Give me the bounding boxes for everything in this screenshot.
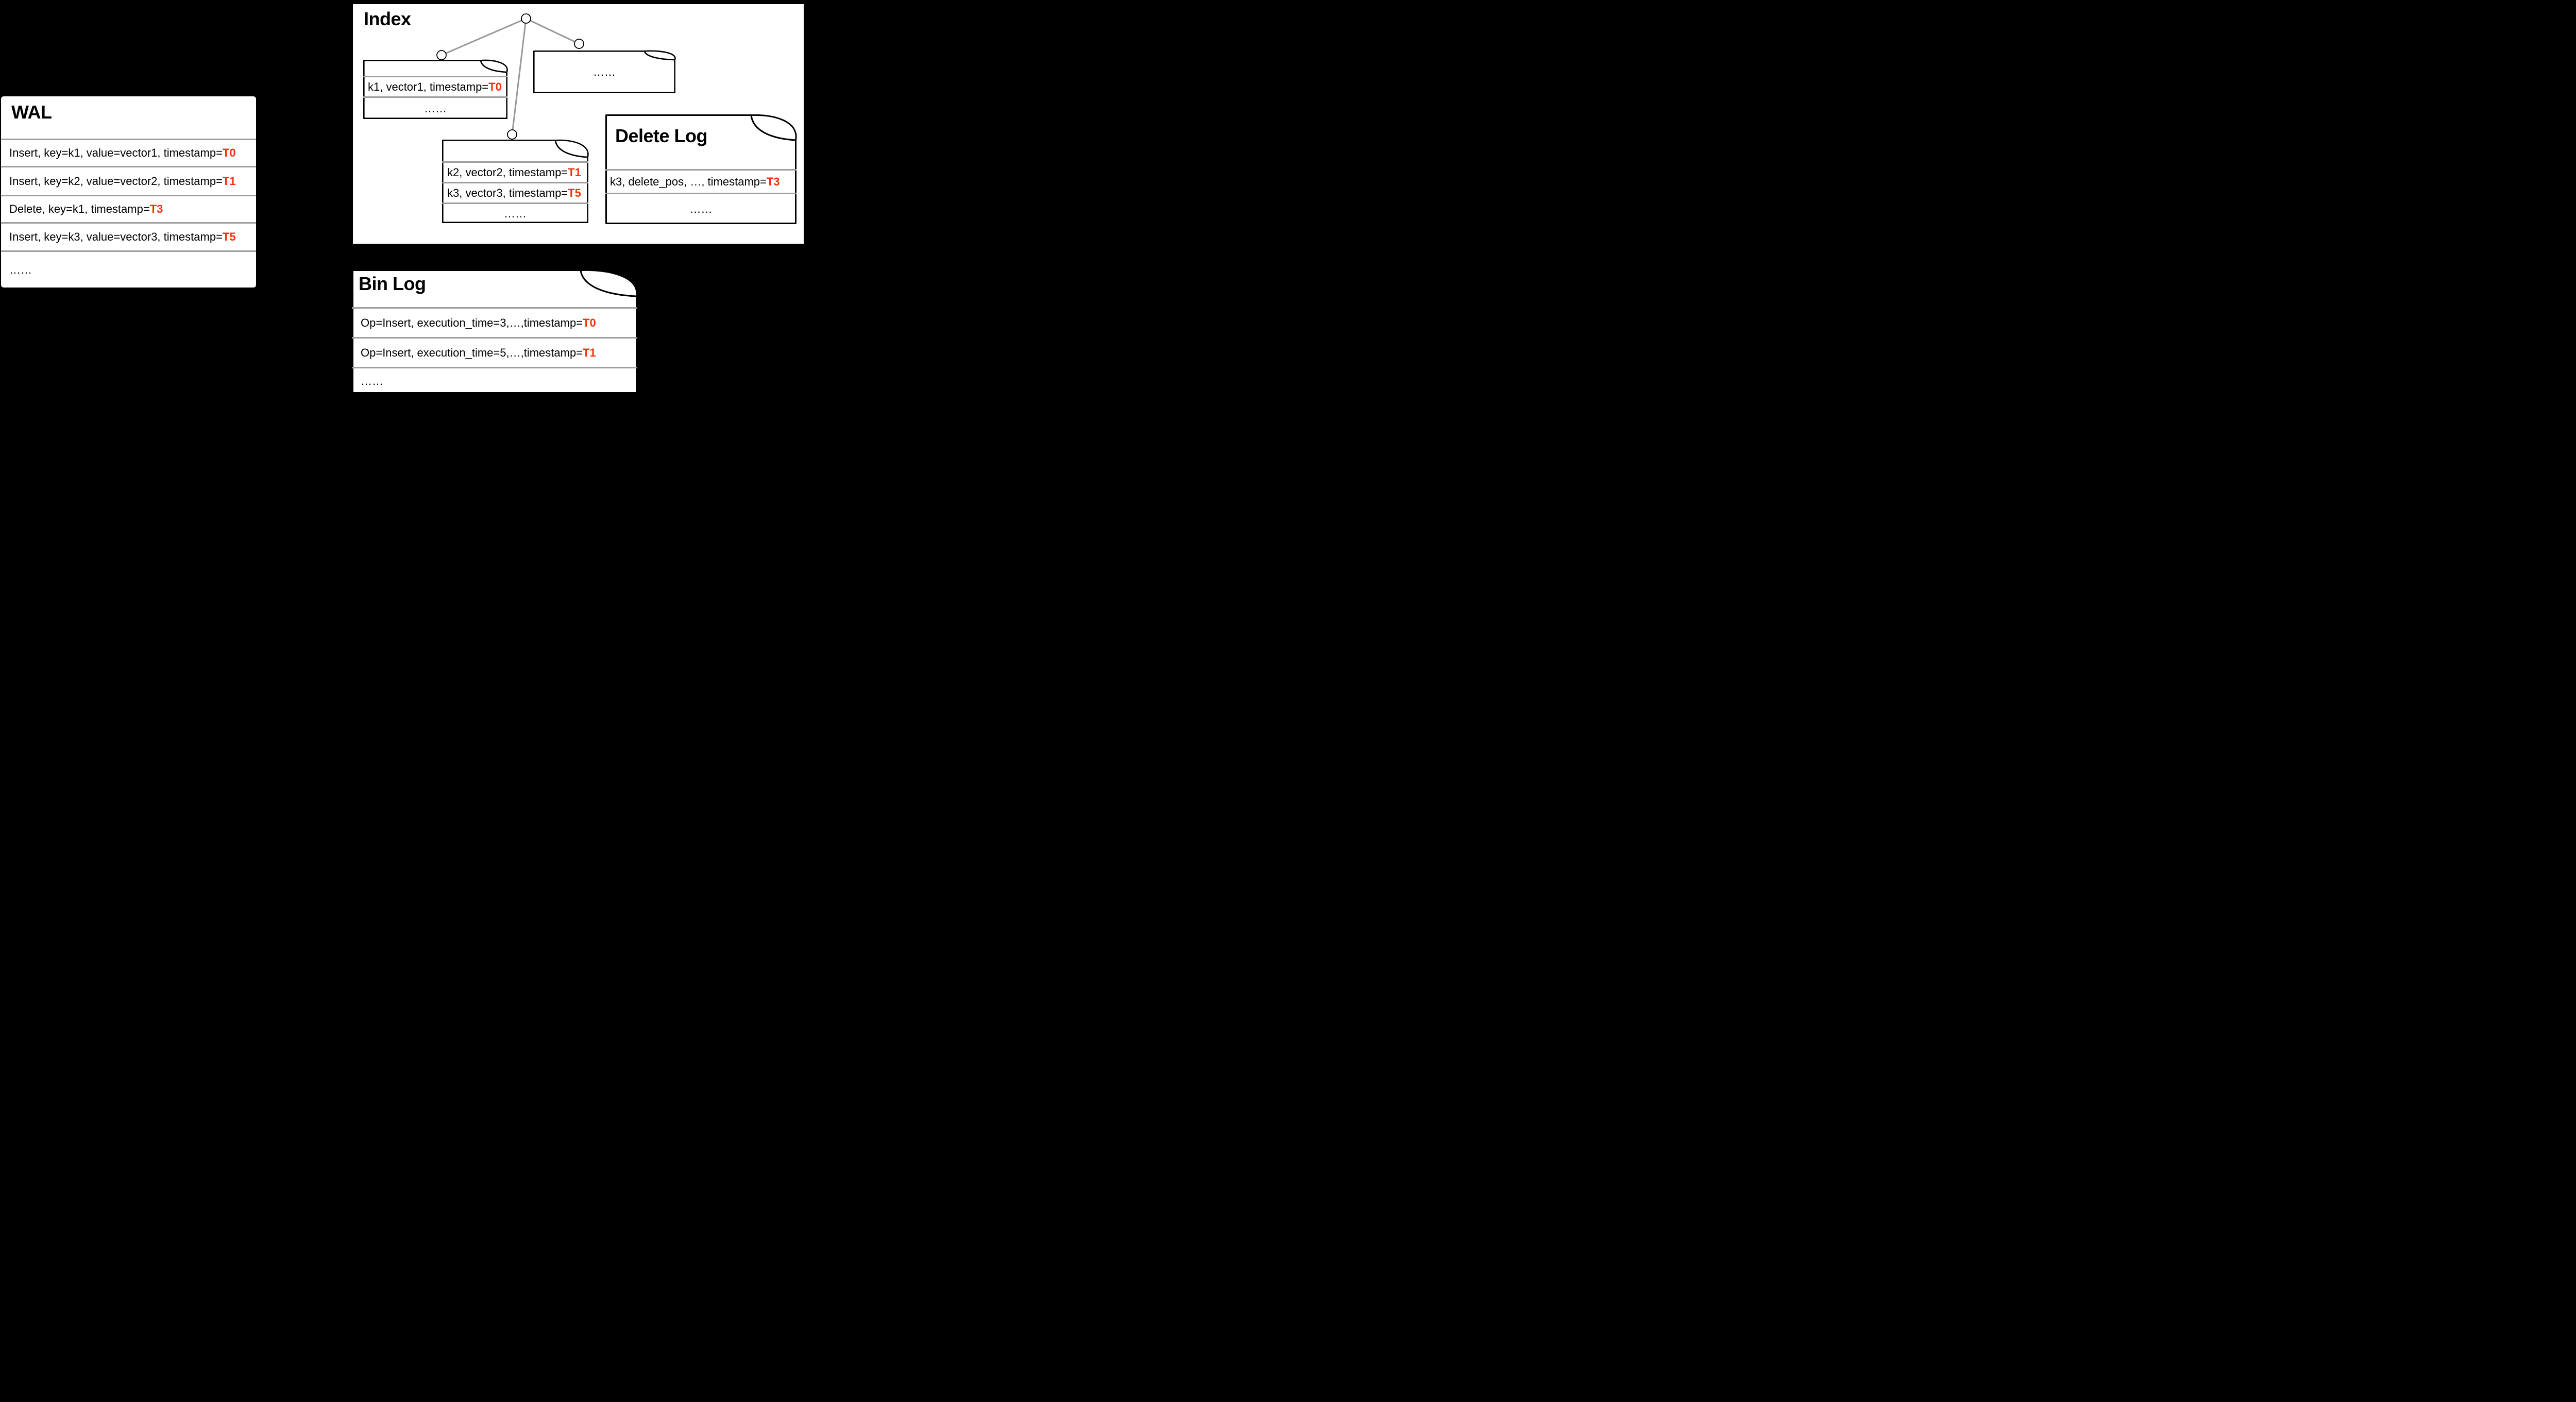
segment-header xyxy=(363,60,507,76)
wal-row: Insert, key=k2, value=vector2, timestamp… xyxy=(1,166,256,195)
wal-row-text: Insert, key=k1, value=vector1, timestamp… xyxy=(9,146,223,159)
segment-row-text: k1, vector1, timestamp= xyxy=(368,80,489,93)
bin-log-row-text: …… xyxy=(361,374,383,387)
bin-log-row-text: Op=Insert, execution_time=5,…,timestamp= xyxy=(361,346,583,359)
delete-log-header: Delete Log xyxy=(605,114,796,169)
wal-row: Insert, key=k1, value=vector1, timestamp… xyxy=(1,139,256,166)
index-title: Index xyxy=(364,8,411,29)
wal-row-timestamp: T5 xyxy=(222,230,236,243)
index-tree xyxy=(436,13,584,140)
bin-log-title: Bin Log xyxy=(359,273,426,294)
segment-row-text: …… xyxy=(424,102,447,115)
index-segment-page-3: …… xyxy=(533,50,676,93)
wal-panel: WAL Insert, key=k1, value=vector1, times… xyxy=(1,96,256,288)
bin-log-header: Bin Log xyxy=(352,269,637,307)
bin-log-page: Bin Log Op=Insert, execution_time=3,…,ti… xyxy=(352,269,638,394)
segment-row-ellipsis: …… xyxy=(442,202,588,223)
bin-log-row-timestamp: T0 xyxy=(583,316,596,329)
page-curl-shape xyxy=(442,139,589,223)
segment-row-ellipsis: …… xyxy=(533,50,675,93)
segment-row-timestamp: T0 xyxy=(488,80,502,93)
segment-row-text: k3, vector3, timestamp= xyxy=(447,186,568,199)
tree-edge xyxy=(511,18,527,135)
bin-log-row-timestamp: T1 xyxy=(583,346,596,359)
wal-row-text: Delete, key=k1, timestamp= xyxy=(9,202,150,215)
wal-row: Delete, key=k1, timestamp=T3 xyxy=(1,195,256,222)
wal-title: WAL xyxy=(11,102,52,123)
delete-log-row-text: …… xyxy=(689,202,713,215)
wal-row-text: Insert, key=k2, value=vector2, timestamp… xyxy=(9,174,223,188)
delete-log-row-timestamp: T3 xyxy=(766,175,780,188)
wal-row-text: Insert, key=k3, value=vector3, timestamp… xyxy=(9,230,223,243)
bin-log-row-ellipsis: …… xyxy=(352,367,637,394)
bin-log-row-text: Op=Insert, execution_time=3,…,timestamp= xyxy=(361,316,583,329)
wal-row-timestamp: T0 xyxy=(222,146,236,159)
delete-log-page: Delete Log k3, delete_pos, …, timestamp=… xyxy=(605,114,797,224)
index-segment-page-2: k2, vector2, timestamp=T1 k3, vector3, t… xyxy=(442,139,589,223)
index-segment-page-1: k1, vector1, timestamp=T0 …… xyxy=(363,59,508,119)
segment-row-text: k2, vector2, timestamp= xyxy=(447,165,568,179)
tree-edge xyxy=(441,18,527,56)
tree-edge xyxy=(526,18,580,45)
wal-row-timestamp: T3 xyxy=(149,202,163,215)
bin-log-row: Op=Insert, execution_time=3,…,timestamp=… xyxy=(352,307,637,337)
storage-architecture-diagram: WAL Insert, key=k1, value=vector1, times… xyxy=(0,0,808,402)
segment-row: k1, vector1, timestamp=T0 xyxy=(363,76,507,96)
wal-row-text: …… xyxy=(9,263,32,276)
segment-header xyxy=(442,140,588,161)
segment-row-text: …… xyxy=(504,207,527,220)
delete-log-title: Delete Log xyxy=(615,125,708,146)
page-curl-shape xyxy=(363,59,508,119)
delete-log-row: k3, delete_pos, …, timestamp=T3 xyxy=(605,169,796,193)
tree-root-node-icon xyxy=(521,13,531,24)
segment-row-timestamp: T1 xyxy=(568,165,581,179)
page-curl-shape xyxy=(352,269,638,394)
delete-log-row-text: k3, delete_pos, …, timestamp= xyxy=(610,175,767,188)
wal-row: Insert, key=k3, value=vector3, timestamp… xyxy=(1,222,256,250)
segment-row: k2, vector2, timestamp=T1 xyxy=(442,161,588,182)
segment-row: k3, vector3, timestamp=T5 xyxy=(442,182,588,202)
tree-child-node-icon xyxy=(507,129,517,140)
bin-log-row: Op=Insert, execution_time=5,…,timestamp=… xyxy=(352,337,637,367)
tree-child-node-icon xyxy=(574,39,584,49)
tree-child-node-icon xyxy=(436,50,447,60)
wal-row-ellipsis: …… xyxy=(1,250,256,288)
wal-header: WAL xyxy=(1,96,256,139)
segment-row-ellipsis: …… xyxy=(363,96,507,119)
segment-row-text: …… xyxy=(593,65,616,78)
delete-log-row-ellipsis: …… xyxy=(605,193,796,224)
segment-row-timestamp: T5 xyxy=(568,186,581,199)
page-curl-shape xyxy=(533,50,676,93)
wal-row-timestamp: T1 xyxy=(222,174,236,188)
